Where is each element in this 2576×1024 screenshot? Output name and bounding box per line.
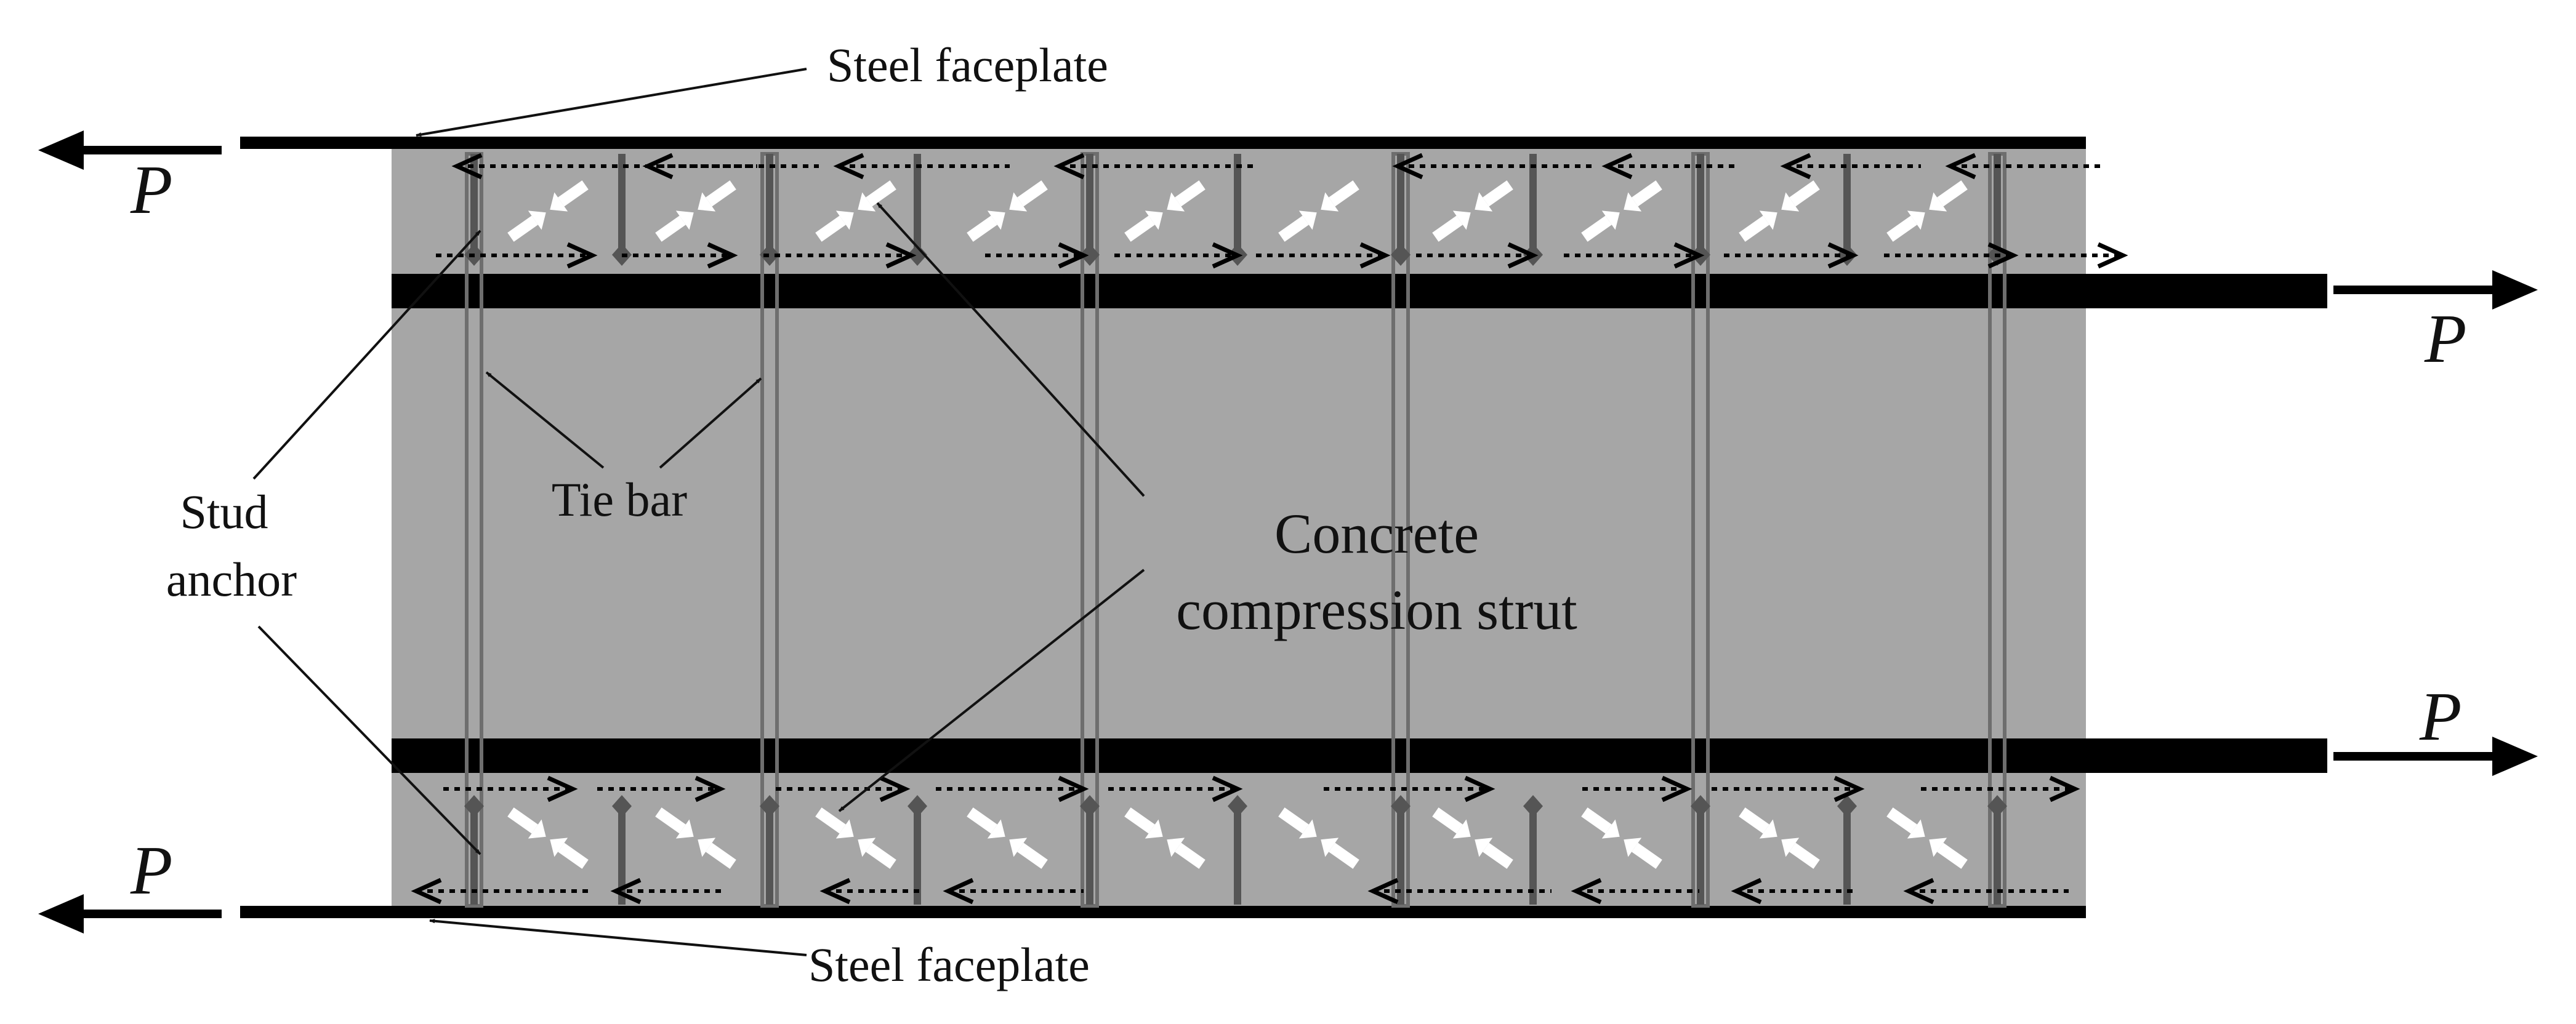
double-arrow-icon	[1278, 180, 1359, 242]
steel-faceplate-top-label: Steel faceplate	[827, 38, 1108, 92]
dotted-force-arrow	[1564, 242, 1705, 269]
bottom-steel-faceplate	[240, 906, 2086, 918]
double-arrow-icon	[655, 807, 736, 869]
double-arrow-icon	[1278, 807, 1359, 869]
stud-icon	[1228, 795, 1247, 905]
stud-icon	[760, 795, 779, 905]
dotted-force-arrow	[1884, 242, 2019, 269]
stud-icon	[1391, 795, 1411, 905]
double-arrow-icon	[1739, 807, 1820, 869]
stud-icon	[464, 795, 484, 905]
double-arrow-icon	[1124, 180, 1205, 242]
lower-inner-steel-plate	[392, 738, 2327, 773]
dotted-force-arrow	[1416, 242, 1539, 269]
dotted-force-arrow	[411, 878, 591, 905]
stud-icon	[1691, 795, 1710, 905]
dotted-force-arrow	[1731, 878, 1853, 905]
dotted-force-arrow	[1582, 775, 1693, 802]
top-steel-faceplate	[240, 137, 2086, 149]
dotted-force-arrow	[1945, 153, 2106, 180]
double-arrow-icon	[815, 807, 896, 869]
double-arrow-icon	[507, 180, 589, 242]
dotted-force-arrow	[776, 775, 911, 802]
tie-bar-leader-left	[485, 371, 605, 469]
dotted-force-arrow	[597, 775, 726, 802]
concrete-strut-label-line1: Concrete	[1274, 502, 1479, 565]
dotted-force-arrow	[610, 878, 727, 905]
dotted-force-arrow	[436, 242, 598, 269]
double-arrow-icon	[507, 807, 589, 869]
stud-icon	[1523, 795, 1543, 905]
double-arrow-icon	[967, 180, 1048, 242]
upper-inner-steel-plate	[392, 274, 2327, 308]
load-label-upper-right: P	[2424, 301, 2466, 377]
stud-anchor-label-line2: anchor	[166, 553, 297, 606]
stud-icon	[908, 154, 927, 266]
tie-bar-leader-right	[659, 377, 762, 469]
double-arrow-icon	[1581, 180, 1662, 242]
dotted-force-arrow	[2026, 242, 2128, 269]
double-arrow-icon	[1124, 807, 1205, 869]
faceplate-bottom-leader	[429, 919, 807, 956]
double-arrow-icon	[1886, 807, 1968, 869]
dotted-force-arrow	[622, 242, 738, 269]
dotted-force-arrow	[763, 242, 917, 269]
stud-icon	[1987, 795, 2007, 905]
dotted-force-arrow	[1571, 878, 1699, 905]
dotted-force-arrow	[642, 153, 819, 180]
strut-leader-upper	[876, 202, 1145, 497]
dotted-force-arrow	[1256, 242, 1391, 269]
arrow-icon	[2333, 270, 2538, 310]
stud-anchor-label-line1: Stud	[180, 485, 268, 538]
dotted-force-arrow	[936, 775, 1089, 802]
double-arrow-icon	[1432, 807, 1513, 869]
dotted-force-arrow	[1392, 153, 1595, 180]
strut-leader-lower	[838, 569, 1145, 812]
double-arrow-icon	[1432, 180, 1513, 242]
stud-icon	[1080, 795, 1100, 905]
steel-faceplate-bottom-label: Steel faceplate	[808, 938, 1090, 991]
dotted-force-arrow	[1724, 242, 1859, 269]
dotted-force-arrow	[943, 878, 1084, 905]
dotted-force-arrow	[1780, 153, 1921, 180]
stud-icon	[612, 795, 632, 905]
stud-icon	[1080, 154, 1100, 266]
load-label-bottom-left: P	[130, 833, 172, 909]
faceplate-top-leader	[416, 68, 807, 137]
dotted-force-arrow	[1903, 878, 2069, 905]
stud-icon	[908, 795, 927, 905]
dotted-force-arrow	[1324, 775, 1495, 802]
concrete-strut-label-line2: compression strut	[1176, 578, 1577, 641]
double-arrow-icon	[1886, 180, 1968, 242]
double-arrow-icon	[967, 807, 1048, 869]
stud-anchor-leader-lower	[257, 625, 481, 855]
dotted-force-arrow	[1601, 153, 1736, 180]
stud-anchor-leader-upper	[252, 230, 481, 480]
stud-icon	[760, 154, 779, 266]
double-arrow-icon	[1581, 807, 1662, 869]
dotted-force-arrow	[443, 775, 578, 802]
dotted-force-arrow	[1108, 775, 1243, 802]
dotted-force-arrow	[1712, 775, 1865, 802]
dotted-force-arrow	[451, 153, 757, 180]
arrow-icon	[38, 130, 222, 170]
double-arrow-icon	[815, 180, 896, 242]
double-arrow-icon	[1739, 180, 1820, 242]
dotted-force-arrow	[1367, 878, 1552, 905]
dotted-force-arrow	[819, 878, 924, 905]
tie-bar-label: Tie bar	[552, 473, 687, 526]
dotted-force-arrow	[1114, 242, 1243, 269]
dotted-force-arrow	[1053, 153, 1256, 180]
dotted-force-arrow	[833, 153, 1010, 180]
load-label-top-left: P	[130, 152, 172, 228]
load-label-lower-right: P	[2419, 679, 2461, 755]
dotted-force-arrow	[985, 242, 1089, 269]
dotted-force-arrow	[1921, 775, 2080, 802]
stud-icon	[1837, 795, 1857, 905]
stud-icon	[1391, 154, 1411, 266]
arrow-icon	[38, 894, 222, 934]
arrow-icon	[2333, 737, 2538, 776]
double-arrow-icon	[655, 180, 736, 242]
